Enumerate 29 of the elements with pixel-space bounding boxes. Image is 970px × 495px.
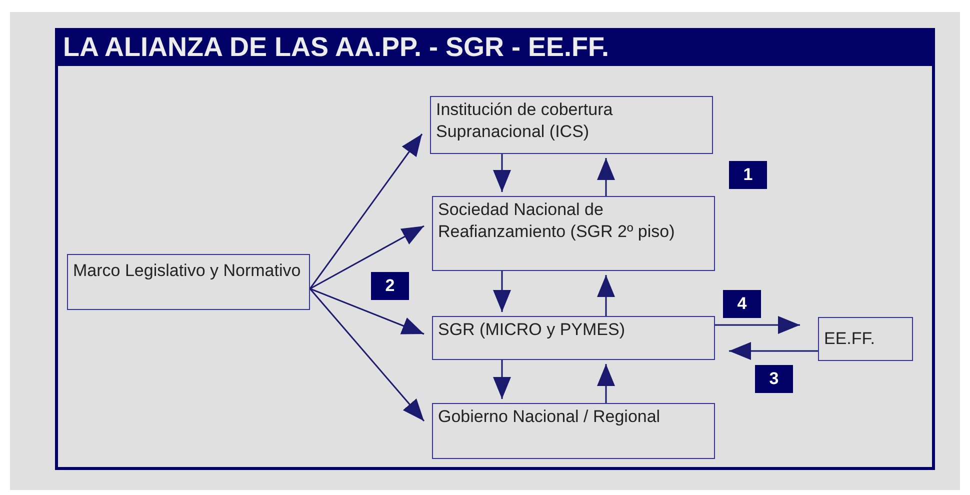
- box-label: SGR (MICRO y PYMES): [438, 319, 626, 341]
- arrow: [309, 288, 425, 422]
- arrow: [310, 225, 424, 290]
- callout-number: 3: [755, 365, 793, 393]
- box-label: Institución de cobertura Supranacional (ICS): [436, 99, 614, 143]
- callout-number: 1: [729, 161, 767, 189]
- box-label: Marco Legislativo y Normativo: [73, 260, 302, 282]
- arrow: [309, 134, 423, 290]
- callout-number: 4: [723, 290, 761, 318]
- callout-number: 2: [371, 272, 409, 300]
- process-box: [432, 196, 715, 271]
- title-bar: LA ALIANZA DE LAS AA.PP. - SGR - EE.FF.: [55, 28, 935, 66]
- process-box: [67, 254, 310, 310]
- process-box: [818, 317, 913, 361]
- arrow: [597, 275, 615, 316]
- arrow: [597, 158, 615, 196]
- arrow: [715, 316, 800, 334]
- arrow: [493, 154, 511, 192]
- arrow: [493, 360, 511, 399]
- arrow: [310, 288, 424, 336]
- arrow: [493, 271, 511, 312]
- process-box: [430, 96, 713, 154]
- process-box: [432, 403, 715, 459]
- arrow: [597, 364, 615, 403]
- arrow: [729, 342, 818, 360]
- process-box: [432, 316, 715, 360]
- box-label: EE.FF.: [824, 328, 876, 350]
- box-label: Gobierno Nacional / Regional: [438, 406, 662, 428]
- box-label: Sociedad Nacional de Reafianzamiento (SGR 2º piso): [438, 199, 676, 243]
